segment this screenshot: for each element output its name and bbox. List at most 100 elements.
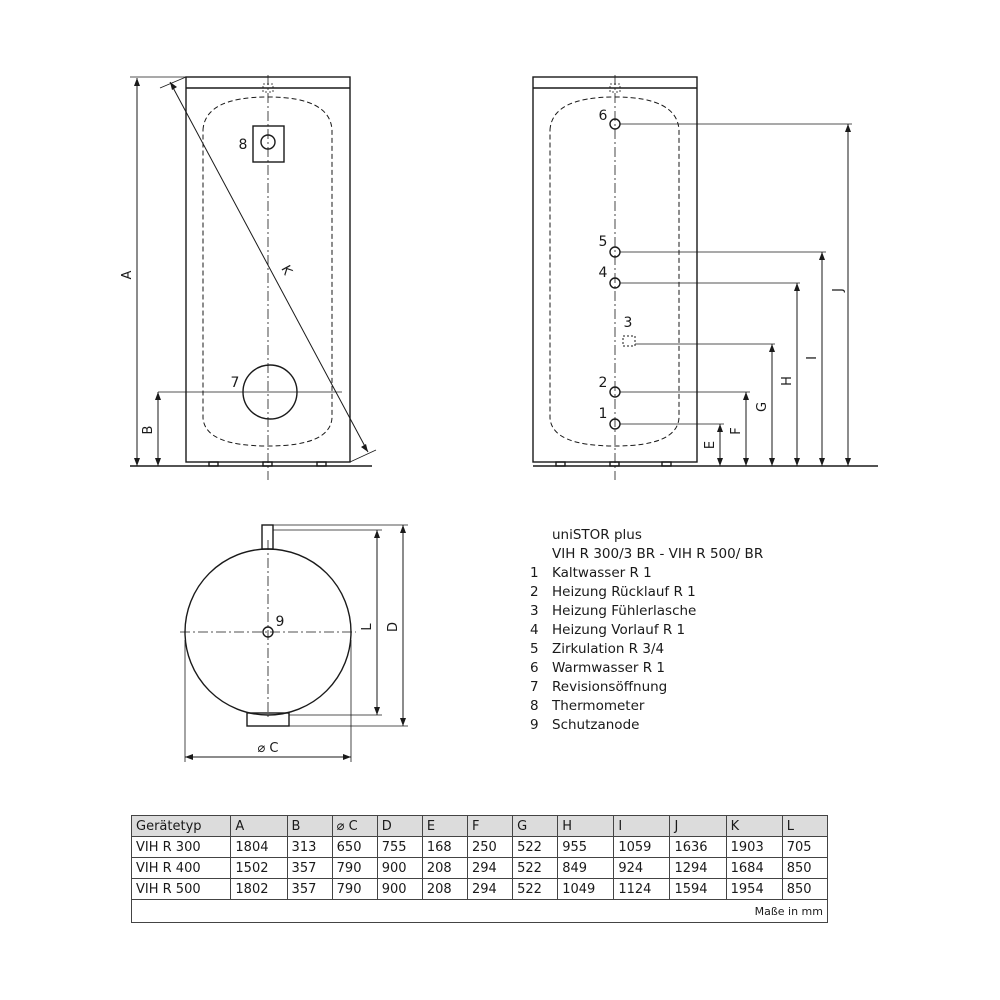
legend-item: 2 Heizung Rücklauf R 1	[530, 583, 763, 602]
label-7: 7	[231, 375, 240, 391]
label-8: 8	[239, 137, 248, 153]
front-view	[130, 75, 377, 480]
table-cell: VIH R 500	[130, 878, 232, 900]
arrow-C-right	[343, 754, 351, 760]
table-cell: 294	[466, 857, 514, 879]
label-K: K	[277, 263, 294, 278]
side-foot-right	[661, 461, 672, 467]
arrow-A-bottom	[134, 458, 140, 466]
legend-text: Heizung Fühlerlasche	[552, 603, 697, 619]
header-cell: G	[512, 815, 559, 837]
top-front-plate	[246, 712, 290, 727]
arrow-G-top	[769, 344, 775, 352]
label-6: 6	[599, 108, 608, 124]
side-top-connector	[609, 83, 621, 93]
header-cell: H	[557, 815, 615, 837]
table-cell: 522	[512, 857, 559, 879]
label-5: 5	[599, 234, 608, 250]
legend-item: 5 Zirkulation R 3/4	[530, 640, 763, 659]
legend-item: 8 Thermometer	[530, 697, 763, 716]
legend-num: 8	[530, 698, 539, 714]
label-9: 9	[276, 614, 285, 630]
arrow-E-top	[717, 424, 723, 432]
legend-num: 7	[530, 679, 539, 695]
units-note: Maße in mm	[131, 899, 828, 923]
header-cell: I	[613, 815, 671, 837]
table-cell: 790	[331, 878, 378, 900]
arrow-H-top	[794, 283, 800, 291]
label-4: 4	[599, 265, 608, 281]
front-foot-left	[208, 461, 219, 467]
table-cell: 1502	[230, 857, 288, 879]
label-C: ⌀ C	[257, 741, 278, 756]
legend-text: Thermometer	[552, 698, 645, 714]
table-row: VIH R 500 1802 357 790 900 208 294 522 1…	[130, 878, 829, 900]
label-F: F	[729, 427, 744, 434]
arrow-H-bottom	[794, 458, 800, 466]
label-3: 3	[624, 315, 633, 331]
side-view	[532, 75, 878, 480]
legend-text: Schutzanode	[552, 717, 640, 733]
header-cell: L	[781, 815, 829, 837]
front-foot-right	[316, 461, 327, 467]
label-H: H	[780, 376, 795, 386]
legend-text: Revisionsöffnung	[552, 679, 668, 695]
arrow-F-bottom	[743, 458, 749, 466]
legend-text: Heizung Vorlauf R 1	[552, 622, 686, 638]
label-I: I	[805, 356, 820, 360]
table-cell: 522	[512, 878, 559, 900]
arrow-I-top	[819, 252, 825, 260]
legend-text: Warmwasser R 1	[552, 660, 666, 676]
legend-title-1: uniSTOR plus	[552, 527, 642, 543]
top-view	[180, 524, 408, 762]
legend: uniSTOR plus VIH R 300/3 BR - VIH R 500/…	[530, 526, 763, 735]
dimensions-table: Gerätetyp A B ⌀ C D E F G H I J K L VIH …	[130, 815, 829, 923]
table-cell: 168	[421, 836, 468, 858]
arrow-I-bottom	[819, 458, 825, 466]
top-rear-connector	[261, 524, 274, 550]
table-cell: 357	[286, 878, 333, 900]
arrow-B-bottom	[155, 458, 161, 466]
table-cell: 955	[557, 836, 615, 858]
arrow-A-top	[134, 78, 140, 86]
front-foot-center	[262, 461, 273, 467]
legend-num: 1	[530, 565, 539, 581]
table-cell: 850	[781, 878, 829, 900]
arrow-J-bottom	[845, 458, 851, 466]
legend-item: 1 Kaltwasser R 1	[530, 564, 763, 583]
arrow-E-bottom	[717, 458, 723, 466]
header-cell: B	[286, 815, 333, 837]
table-cell: 208	[421, 878, 468, 900]
header-cell: J	[669, 815, 727, 837]
header-cell: E	[421, 815, 468, 837]
table-cell: 1636	[669, 836, 727, 858]
side-inner-vessel	[549, 96, 680, 447]
table-cell: 650	[331, 836, 378, 858]
legend-text: Kaltwasser R 1	[552, 565, 652, 581]
table-cell: 850	[781, 857, 829, 879]
table-cell: VIH R 300	[130, 836, 232, 858]
table-row: VIH R 400 1502 357 790 900 208 294 522 8…	[130, 857, 829, 879]
arrow-C-left	[185, 754, 193, 760]
header-cell: Gerätetyp	[130, 815, 232, 837]
table-head: Gerätetyp A B ⌀ C D E F G H I J K L	[130, 815, 829, 837]
arrow-D-top	[400, 525, 406, 533]
table-cell: 1294	[669, 857, 727, 879]
table-cell: 1049	[557, 878, 615, 900]
arrow-L-top	[374, 530, 380, 538]
label-1: 1	[599, 406, 608, 422]
legend-num: 5	[530, 641, 539, 657]
legend-num: 2	[530, 584, 539, 600]
legend-num: 3	[530, 603, 539, 619]
table-cell: VIH R 400	[130, 857, 232, 879]
label-E: E	[703, 441, 718, 449]
legend-text: Heizung Rücklauf R 1	[552, 584, 696, 600]
legend-text: Zirkulation R 3/4	[552, 641, 665, 657]
dim-K-ext-bottom	[349, 449, 377, 463]
table-cell: 900	[376, 878, 423, 900]
table-note-row: Maße in mm	[131, 899, 828, 923]
